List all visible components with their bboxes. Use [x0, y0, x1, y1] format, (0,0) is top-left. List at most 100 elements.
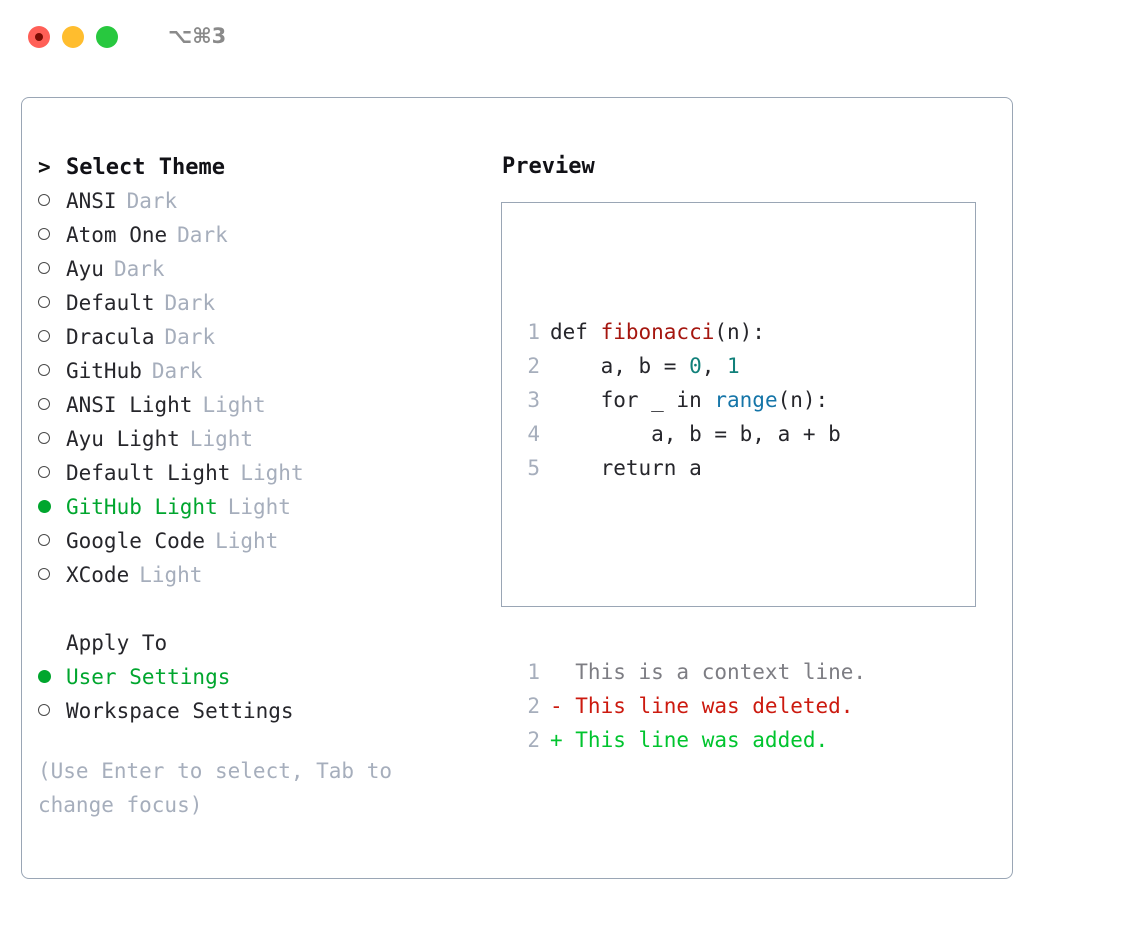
select-theme-header: > Select Theme [38, 150, 498, 184]
close-window-icon[interactable] [28, 26, 50, 48]
radio-unselected-icon[interactable] [38, 456, 66, 490]
radio-unselected-icon[interactable] [38, 524, 66, 558]
theme-category-label: Dark [177, 223, 228, 247]
code-token: fibonacci [600, 320, 715, 344]
theme-list-item[interactable]: Atom One Dark [38, 218, 498, 252]
code-token: 0 [689, 354, 702, 378]
line-number: 2 [527, 728, 540, 752]
line-number: 5 [527, 456, 540, 480]
preview-title: Preview [502, 154, 595, 179]
theme-category-label: Dark [113, 257, 165, 281]
radio-unselected-icon[interactable] [38, 422, 66, 456]
apply-to-item[interactable]: Workspace Settings [38, 694, 498, 728]
code-text: for _ in range(n): [550, 383, 829, 417]
line-number: 4 [527, 422, 540, 446]
radio-unselected-icon[interactable] [38, 694, 66, 728]
radio-unselected-icon[interactable] [38, 320, 66, 354]
diff-line: 2 + This line was added. [514, 723, 866, 757]
code-blank-line [514, 553, 866, 587]
radio-unselected-icon[interactable] [38, 252, 66, 286]
code-token: a, b = [550, 354, 690, 378]
apply-to-header: Apply To [38, 626, 498, 660]
radio-unselected-icon[interactable] [38, 558, 66, 592]
theme-name-label: Default [66, 291, 155, 315]
theme-name-label: Google Code [66, 529, 206, 553]
theme-name-label: GitHub Light [66, 495, 218, 519]
theme-category-label: Light [202, 393, 266, 417]
radio-unselected-icon[interactable] [38, 184, 66, 218]
line-number: 1 [527, 660, 540, 684]
code-text: return a [550, 451, 702, 485]
diff-text: - This line was deleted. [550, 694, 854, 718]
caret-icon: > [38, 155, 51, 179]
theme-name-label: Ayu [66, 257, 104, 281]
theme-name-label: Atom One [66, 223, 168, 247]
theme-name-label: ANSI [66, 189, 117, 213]
code-token: (n): [714, 320, 765, 344]
title-bar: ⌥⌘3 [0, 0, 1140, 78]
radio-unselected-icon[interactable] [38, 218, 66, 252]
theme-name-label: Default Light [66, 461, 231, 485]
theme-list-item[interactable]: Default Light Light [38, 456, 498, 490]
code-line: 3 for _ in range(n): [514, 383, 866, 417]
code-text: def fibonacci(n): [550, 315, 765, 349]
theme-category-label: Dark [164, 291, 216, 315]
radio-unselected-icon[interactable] [38, 286, 66, 320]
maximize-window-icon[interactable] [96, 26, 118, 48]
code-line: 2 a, b = 0, 1 [514, 349, 866, 383]
apply-to-label: Workspace Settings [66, 699, 294, 723]
code-token: (n): [777, 388, 829, 412]
apply-to-label: User Settings [66, 665, 231, 689]
theme-list-item[interactable]: Dracula Dark [38, 320, 498, 354]
theme-name-label: GitHub [66, 359, 142, 383]
line-number: 2 [527, 694, 540, 718]
traffic-light-buttons [28, 26, 118, 48]
code-token: a, b = b, a + b [550, 422, 841, 446]
theme-category-label: Dark [126, 189, 178, 213]
theme-name-label: ANSI Light [66, 393, 193, 417]
radio-selected-icon[interactable] [38, 490, 66, 524]
theme-list-item[interactable]: Ayu Dark [38, 252, 498, 286]
theme-category-label: Light [189, 427, 254, 451]
code-token: def [550, 320, 601, 344]
diff-line: 1 This is a context line. [514, 655, 866, 689]
radio-selected-icon[interactable] [38, 660, 66, 694]
code-token: 1 [727, 354, 740, 378]
code-token: return a [550, 456, 702, 480]
keyboard-shortcut-label: ⌥⌘3 [168, 24, 227, 48]
theme-list-item[interactable]: ANSI Light Light [38, 388, 498, 422]
diff-text: + This line was added. [550, 728, 829, 752]
diff-line: 2 - This line was deleted. [514, 689, 866, 723]
code-text: a, b = b, a + b [550, 417, 841, 451]
radio-unselected-icon[interactable] [38, 388, 66, 422]
line-number: 1 [527, 320, 540, 344]
select-theme-title: Select Theme [66, 155, 225, 180]
theme-list-item[interactable]: Default Dark [38, 286, 498, 320]
apply-to-title: Apply To [66, 631, 168, 655]
theme-category-label: Dark [164, 325, 216, 349]
theme-category-label: Light [240, 461, 304, 485]
theme-list-item[interactable]: ANSI Dark [38, 184, 498, 218]
diff-text: This is a context line. [550, 660, 867, 684]
theme-list-item[interactable]: Ayu Light Light [38, 422, 498, 456]
radio-unselected-icon[interactable] [38, 354, 66, 388]
code-token: for _ in [550, 388, 715, 412]
theme-name-label: Dracula [66, 325, 155, 349]
theme-list-item[interactable]: GitHub Light Light [38, 490, 498, 524]
theme-name-label: Ayu Light [66, 427, 180, 451]
apply-to-item[interactable]: User Settings [38, 660, 498, 694]
code-line: 4 a, b = b, a + b [514, 417, 866, 451]
code-token: , [701, 354, 728, 378]
theme-category-label: Light [227, 495, 291, 519]
minimize-window-icon[interactable] [62, 26, 84, 48]
